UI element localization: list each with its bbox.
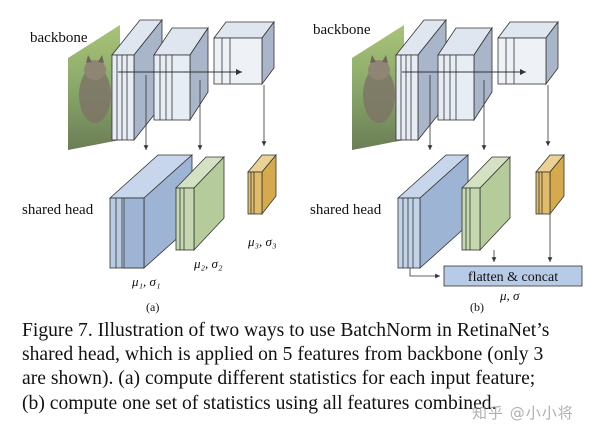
cat-image-b bbox=[352, 25, 404, 150]
caption-line-2: shared head, which is applied on 5 featu… bbox=[22, 344, 544, 366]
backbone-label-a: backbone bbox=[30, 30, 88, 46]
stat-label-3-a: μ₃, σ₃ bbox=[247, 234, 276, 249]
concat-label: flatten & concat bbox=[468, 270, 558, 285]
stat-label-1-a: μ₁, σ₁ bbox=[131, 274, 160, 289]
concat-box bbox=[443, 265, 583, 287]
figure-caption: Figure 7. Illustration of two ways to us… bbox=[22, 319, 588, 416]
shared-head-label-a: shared head bbox=[22, 202, 94, 218]
backbone-blocks-a bbox=[111, 18, 275, 150]
stat-label-2-a: μ₂, σ₂ bbox=[193, 256, 223, 271]
head-feature-3-a bbox=[247, 153, 277, 216]
shared-head-label-b: shared head bbox=[310, 202, 382, 218]
head-feature-1-a bbox=[108, 154, 194, 269]
backbone-label-b: backbone bbox=[313, 22, 371, 38]
head-feature-3-b bbox=[535, 153, 565, 216]
head-feature-2-a bbox=[175, 156, 225, 252]
panel-a: backbone bbox=[22, 18, 277, 314]
caption-line-4: (b) compute one set of statistics using … bbox=[22, 392, 497, 414]
panel-label-a: (a) bbox=[146, 300, 159, 314]
caption-line-1: Figure 7. Illustration of two ways to us… bbox=[22, 320, 550, 341]
panel-label-b: (b) bbox=[470, 300, 484, 314]
cat-image-a bbox=[68, 25, 120, 150]
head-feature-2-b bbox=[461, 156, 511, 252]
caption-line-3: are shown). (a) compute different statis… bbox=[22, 368, 536, 390]
stat-label-b: μ, σ bbox=[499, 288, 520, 303]
panel-b: backbone shared head bbox=[310, 18, 583, 314]
head-feature-1-b bbox=[396, 154, 470, 269]
figure-diagram: backbone bbox=[22, 18, 583, 314]
watermark: 知乎 @小小将 bbox=[472, 404, 574, 422]
backbone-blocks-b bbox=[395, 18, 559, 150]
